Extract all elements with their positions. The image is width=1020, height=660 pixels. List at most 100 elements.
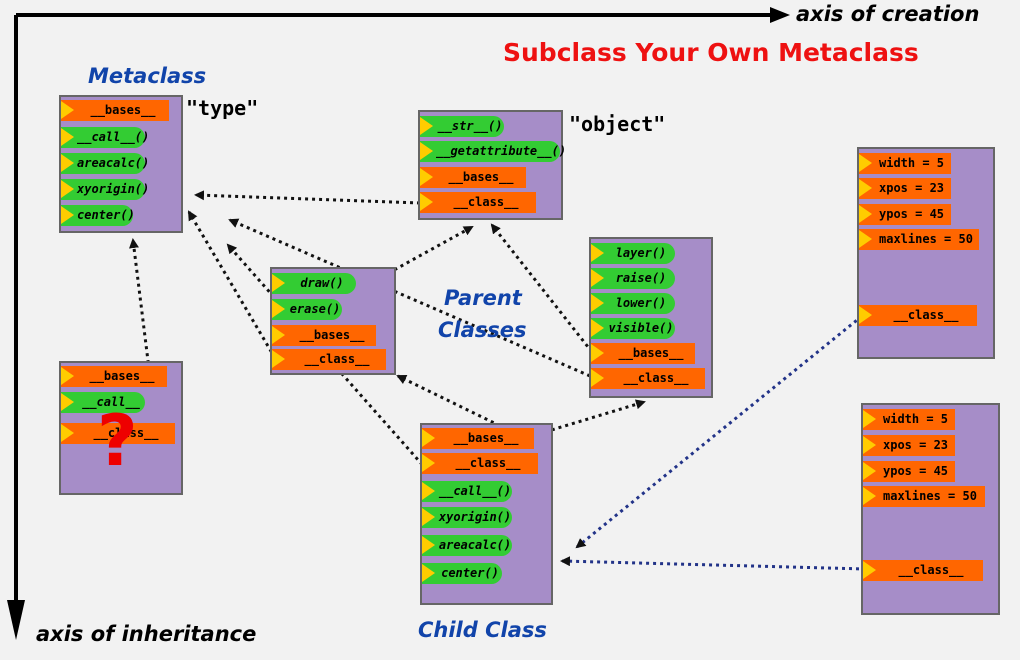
marker-triangle-icon [863, 436, 876, 454]
marker-triangle-icon [61, 101, 74, 119]
marker-triangle-icon [422, 454, 435, 472]
instance2-box: width = 5 xpos = 23 ypos = 45 maxlines =… [861, 403, 1000, 615]
instance2-width-attr: width = 5 [863, 409, 955, 430]
marker-triangle-icon [859, 205, 872, 223]
marker-triangle-icon [863, 487, 876, 505]
marker-triangle-icon [859, 306, 872, 324]
parent2-lower-method: lower() [591, 293, 675, 314]
marker-triangle-icon [420, 142, 433, 160]
instance2-class-attr: __class__ [863, 560, 983, 581]
marker-triangle-icon [863, 462, 876, 480]
marker-triangle-icon [863, 561, 876, 579]
parent1-draw-method: draw() [272, 273, 356, 294]
object-class-box: __str__() __getattribute__() __bases__ _… [418, 110, 566, 220]
instance2-ypos-attr: ypos = 45 [863, 461, 955, 482]
custom-meta-call-method: __call__ [61, 392, 145, 413]
marker-triangle-icon [859, 154, 872, 172]
marker-triangle-icon [61, 180, 74, 198]
marker-triangle-icon [591, 344, 604, 362]
arrow-meta-bases-to-type [129, 238, 152, 378]
question-mark: ? [97, 400, 138, 482]
child-class-box: __bases__ __class__ __call__() xyorigin(… [420, 423, 553, 605]
type-center-method: center() [61, 205, 135, 226]
marker-triangle-icon [420, 168, 433, 186]
custom-metaclass-box: __bases__ __call__ __class__ ? [59, 361, 183, 495]
instance1-class-attr: __class__ [859, 305, 977, 326]
parent1-erase-method: erase() [272, 299, 342, 320]
object-str-method: __str__() [420, 116, 504, 137]
marker-triangle-icon [420, 117, 433, 135]
custom-meta-bases-attr: __bases__ [61, 366, 167, 387]
arrow-instance2-class-to-child [560, 556, 867, 571]
object-quote-label: "object" [569, 112, 666, 136]
marker-triangle-icon [591, 319, 604, 337]
parent2-layer-method: layer() [591, 243, 675, 264]
object-bases-attr: __bases__ [420, 167, 526, 188]
parent1-class-attr: __class__ [272, 349, 386, 370]
parent-classes-label-line2: Classes [438, 318, 527, 342]
page-title: Subclass Your Own Metaclass [503, 38, 919, 67]
parent2-class-attr: __class__ [591, 368, 705, 389]
marker-triangle-icon [272, 326, 285, 344]
parent2-class-box: layer() raise() lower() visible() __base… [589, 237, 713, 398]
child-bases-attr: __bases__ [422, 428, 534, 449]
marker-triangle-icon [61, 393, 74, 411]
marker-triangle-icon [591, 269, 604, 287]
parent-classes-label-line1: Parent [444, 286, 522, 310]
marker-triangle-icon [420, 193, 433, 211]
instance1-box: width = 5 xpos = 23 ypos = 45 maxlines =… [857, 147, 995, 359]
arrow-parent2-class-to-type [228, 218, 591, 378]
child-areacalc-method: areacalc() [422, 535, 512, 556]
child-call-method: __call__() [422, 481, 512, 502]
instance1-width-attr: width = 5 [859, 153, 951, 174]
arrow-child-class-to-type [226, 243, 429, 471]
arrow-parent2-bases-to-object [490, 223, 594, 353]
marker-triangle-icon [859, 179, 872, 197]
instance1-ypos-attr: ypos = 45 [859, 204, 951, 225]
marker-triangle-icon [863, 410, 876, 428]
child-xyorigin-method: xyorigin() [422, 507, 512, 528]
custom-meta-class-attr: __class__ [61, 423, 175, 444]
marker-triangle-icon [859, 230, 872, 248]
marker-triangle-icon [61, 154, 74, 172]
parent1-class-box: draw() erase() __bases__ __class__ [270, 267, 396, 375]
marker-triangle-icon [591, 369, 604, 387]
axis-inheritance-arrowhead [7, 600, 25, 640]
marker-triangle-icon [272, 274, 285, 292]
marker-triangle-icon [61, 206, 74, 224]
instance2-xpos-attr: xpos = 23 [863, 435, 955, 456]
instance1-maxlines-attr: maxlines = 50 [859, 229, 979, 250]
type-class-box: __bases__ __call__() areacalc() xyorigin… [59, 95, 183, 233]
parent2-bases-attr: __bases__ [591, 343, 695, 364]
marker-triangle-icon [422, 482, 435, 500]
arrow-object-class-to-type [194, 190, 421, 205]
axis-inheritance-label: axis of inheritance [36, 622, 257, 646]
arrow-instance1-class-to-child [575, 314, 863, 549]
marker-triangle-icon [591, 244, 604, 262]
metaclass-label: Metaclass [88, 64, 207, 88]
type-areacalc-method: areacalc() [61, 153, 149, 174]
marker-triangle-icon [422, 564, 435, 582]
axis-creation-label: axis of creation [796, 2, 980, 26]
marker-triangle-icon [422, 536, 435, 554]
marker-triangle-icon [422, 508, 435, 526]
instance2-maxlines-attr: maxlines = 50 [863, 486, 985, 507]
marker-triangle-icon [272, 300, 285, 318]
marker-triangle-icon [422, 429, 435, 447]
arrow-parent1-class-to-type [187, 210, 277, 359]
instance1-xpos-attr: xpos = 23 [859, 178, 951, 199]
child-class-attr: __class__ [422, 453, 538, 474]
axis-creation-arrowhead [770, 7, 790, 23]
type-xyorigin-method: xyorigin() [61, 179, 149, 200]
object-class-attr: __class__ [420, 192, 536, 213]
type-call-method: __call__() [61, 127, 149, 148]
child-center-method: center() [422, 563, 502, 584]
type-quote-label: "type" [186, 96, 259, 120]
type-bases-attr: __bases__ [61, 100, 169, 121]
marker-triangle-icon [61, 424, 74, 442]
parent2-raise-method: raise() [591, 268, 675, 289]
parent1-bases-attr: __bases__ [272, 325, 376, 346]
object-getattribute-method: __getattribute__() [420, 141, 566, 162]
marker-triangle-icon [272, 350, 285, 368]
marker-triangle-icon [61, 128, 74, 146]
